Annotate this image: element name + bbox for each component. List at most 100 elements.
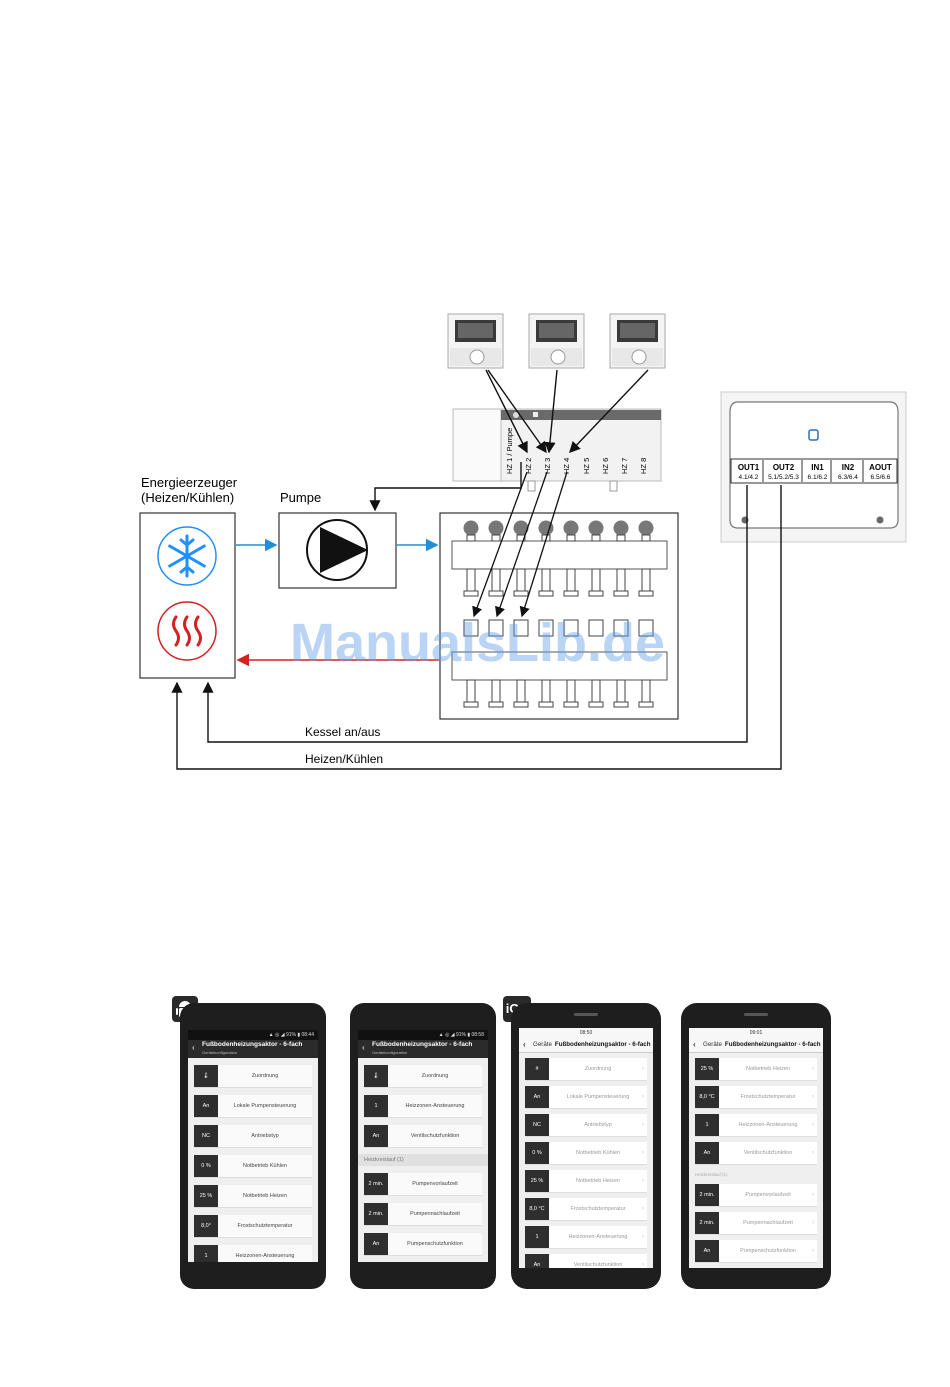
screen-title: Fußbodenheizungsaktor - 6-fach [202,1041,303,1048]
io-terminal-name: AOUT [869,463,892,472]
actuator-channel-label: HZ 7 [620,458,629,474]
back-chevron-icon[interactable]: ‹ [693,1040,696,1049]
valve-cap [538,520,554,536]
setting-value: An [695,1240,719,1262]
setting-label: Heizzonen-Ansteuerung [568,1234,628,1240]
status-bar: ▲ ◎ ◢ 91% ▮ 08:44 [188,1030,318,1040]
setting-row[interactable]: 0 %Notbetrieb Kühlen› [525,1142,647,1165]
setting-row[interactable]: 8,0°Frostschutztemperatur [194,1215,312,1238]
back-label[interactable]: Geräte [703,1041,722,1048]
screen-title: Fußbodenheizungsaktor - 6-fach [554,1041,651,1048]
chevron-right-icon: › [642,1262,644,1268]
status-bar: 09:01 [689,1028,823,1038]
setting-row[interactable]: 2 min.Pumpenvorlaufzeit [364,1173,482,1196]
setting-label: Notbetrieb Kühlen [575,1150,621,1156]
section-header: Heizkreislauf (1) [358,1154,488,1166]
valve-cap [638,520,654,536]
setting-row[interactable]: 2 min.Pumpennachlaufzeit [364,1203,482,1226]
setting-value: NC [194,1125,218,1147]
setting-row[interactable]: 2 min.Pumpennachlaufzeit› [695,1212,817,1235]
setting-label: Ventilschutzfunktion [573,1262,623,1268]
thermostat-wires [485,369,649,454]
setting-value: An [364,1125,388,1147]
setting-value: An [695,1142,719,1164]
chevron-right-icon: › [812,1192,814,1198]
valve-drive [463,619,479,637]
valve-drive [613,619,629,637]
setting-row[interactable]: 25 %Notbetrieb Heizen [194,1185,312,1208]
chevron-right-icon: › [642,1066,644,1072]
snowflake-icon [168,534,206,578]
valve-drive [563,619,579,637]
setting-label: Pumpenschutzfunktion [740,1248,796,1254]
back-chevron-icon[interactable]: ‹ [362,1043,365,1052]
valve-cap [513,520,529,536]
setting-row[interactable]: # Zuordnung › [525,1058,647,1081]
back-label[interactable]: Geräte [533,1041,552,1048]
pump [278,512,397,589]
heat-cool-wire [171,485,782,770]
setting-value: 8,0° [194,1215,218,1237]
setting-row[interactable]: 25 %Notbetrieb Heizen› [525,1170,647,1193]
status-bar: ▲ ◎ ◢ 91% ▮ 08:58 [358,1030,488,1040]
setting-label: Lokale Pumpensteuerung [233,1103,297,1109]
setting-value: 🌡 [364,1065,388,1087]
setting-label: Zuordnung [584,1066,612,1072]
setting-row[interactable]: 2 min.Pumpenvorlaufzeit› [695,1184,817,1207]
chevron-right-icon: › [642,1094,644,1100]
valve-drive [638,619,654,637]
setting-label: Pumpennachlaufzeit [743,1220,793,1226]
setting-label: Frostschutztemperatur [570,1206,626,1212]
setting-label: Ventilschutzfunktion [410,1133,460,1139]
valve-drive [488,619,504,637]
setting-label: Lokale Pumpensteuerung [566,1094,630,1100]
setting-value: 2 min. [695,1184,719,1206]
mode-wire-label: Heizen/Kühlen [305,752,383,766]
setting-row[interactable]: 0 %Notbetrieb Kühlen [194,1155,312,1178]
setting-value: 8,0 °C [695,1086,719,1108]
io-terminal-name: IN1 [811,463,824,472]
chevron-right-icon: › [642,1122,644,1128]
setting-row[interactable]: 25 %Notbetrieb Heizen› [695,1058,817,1081]
setting-value: # [525,1058,549,1080]
setting-value: 0 % [194,1155,218,1177]
setting-label: Zuordnung [251,1073,279,1079]
io-terminal-name: OUT1 [738,463,760,472]
setting-value: NC [525,1114,549,1136]
io-terminal-pins: 6.1/6.2 [808,474,828,481]
pump-control-wire [369,462,522,512]
valve-cap [463,520,479,536]
back-chevron-icon[interactable]: ‹ [523,1040,526,1049]
setting-row[interactable]: An Ventilschutzfunktion [364,1125,482,1148]
android-phone-2: ▲ ◎ ◢ 91% ▮ 08:58‹Fußbodenheizungsaktor … [350,1003,496,1289]
setting-value: 🌡 [194,1065,218,1087]
io-terminal-name: OUT2 [773,463,795,472]
setting-row[interactable]: 🌡Zuordnung [364,1065,482,1088]
energy-generator [139,512,236,679]
chevron-right-icon: › [812,1094,814,1100]
setting-value: 1 [364,1095,388,1117]
chevron-right-icon: › [642,1206,644,1212]
actuator-channel-label: HZ 3 [543,458,552,474]
io-module [720,391,907,543]
valve-drive [538,619,554,637]
setting-row[interactable]: 🌡 Zuordnung [194,1065,312,1088]
valve-drive [513,619,529,637]
back-chevron-icon[interactable]: ‹ [192,1043,195,1052]
